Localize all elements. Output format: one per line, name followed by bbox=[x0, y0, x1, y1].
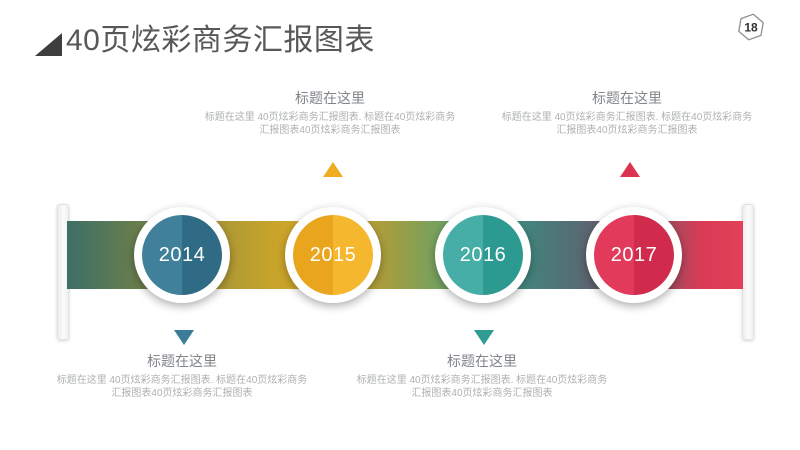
marker-triangle-2017 bbox=[620, 162, 640, 177]
year-label: 2015 bbox=[309, 243, 357, 266]
note-top-2015: 标题在这里 标题在这里 40页炫彩商务汇报图表. 标题在40页炫彩商务 汇报图表… bbox=[180, 89, 480, 137]
page-number-hexagon: 18 bbox=[734, 10, 768, 44]
circle-fill-2017: 2017 bbox=[594, 215, 674, 295]
slide-title: 40页炫彩商务汇报图表 bbox=[66, 24, 375, 57]
page-number: 18 bbox=[744, 21, 758, 35]
year-label: 2017 bbox=[610, 243, 658, 266]
note-title: 标题在这里 bbox=[592, 90, 662, 106]
circle-fill-2015: 2015 bbox=[293, 215, 373, 295]
year-label: 2016 bbox=[459, 243, 507, 266]
circle-fill-2016: 2016 bbox=[443, 215, 523, 295]
year-circle-2015: 2015 bbox=[285, 207, 381, 303]
marker-triangle-2016 bbox=[474, 330, 494, 345]
marker-triangle-2014 bbox=[174, 330, 194, 345]
note-body-line2: 汇报图表40页炫彩商务汇报图表 bbox=[411, 388, 553, 399]
note-body-line2: 汇报图表40页炫彩商务汇报图表 bbox=[111, 388, 253, 399]
title-triangle-icon bbox=[35, 33, 62, 56]
year-label: 2014 bbox=[158, 243, 206, 266]
note-title: 标题在这里 bbox=[447, 353, 517, 369]
note-body-line1: 标题在这里 40页炫彩商务汇报图表. 标题在40页炫彩商务 bbox=[356, 375, 608, 386]
note-body-line1: 标题在这里 40页炫彩商务汇报图表. 标题在40页炫彩商务 bbox=[204, 112, 456, 123]
ribbon-right-fold bbox=[742, 204, 754, 340]
hexagon-icon: 18 bbox=[738, 13, 764, 41]
note-title: 标题在这里 bbox=[295, 90, 365, 106]
note-title: 标题在这里 bbox=[147, 353, 217, 369]
year-circle-2017: 2017 bbox=[586, 207, 682, 303]
note-body-line2: 汇报图表40页炫彩商务汇报图表 bbox=[259, 125, 401, 136]
note-body-line1: 标题在这里 40页炫彩商务汇报图表. 标题在40页炫彩商务 bbox=[501, 112, 753, 123]
marker-triangle-2015 bbox=[323, 162, 343, 177]
year-circle-2014: 2014 bbox=[134, 207, 230, 303]
year-circle-2016: 2016 bbox=[435, 207, 531, 303]
note-body-line2: 汇报图表40页炫彩商务汇报图表 bbox=[556, 125, 698, 136]
note-body-line1: 标题在这里 40页炫彩商务汇报图表. 标题在40页炫彩商务 bbox=[56, 375, 308, 386]
note-bottom-2014: 标题在这里 标题在这里 40页炫彩商务汇报图表. 标题在40页炫彩商务 汇报图表… bbox=[32, 352, 332, 400]
note-top-2017: 标题在这里 标题在这里 40页炫彩商务汇报图表. 标题在40页炫彩商务 汇报图表… bbox=[477, 89, 777, 137]
circle-fill-2014: 2014 bbox=[142, 215, 222, 295]
note-bottom-2016: 标题在这里 标题在这里 40页炫彩商务汇报图表. 标题在40页炫彩商务 汇报图表… bbox=[332, 352, 632, 400]
